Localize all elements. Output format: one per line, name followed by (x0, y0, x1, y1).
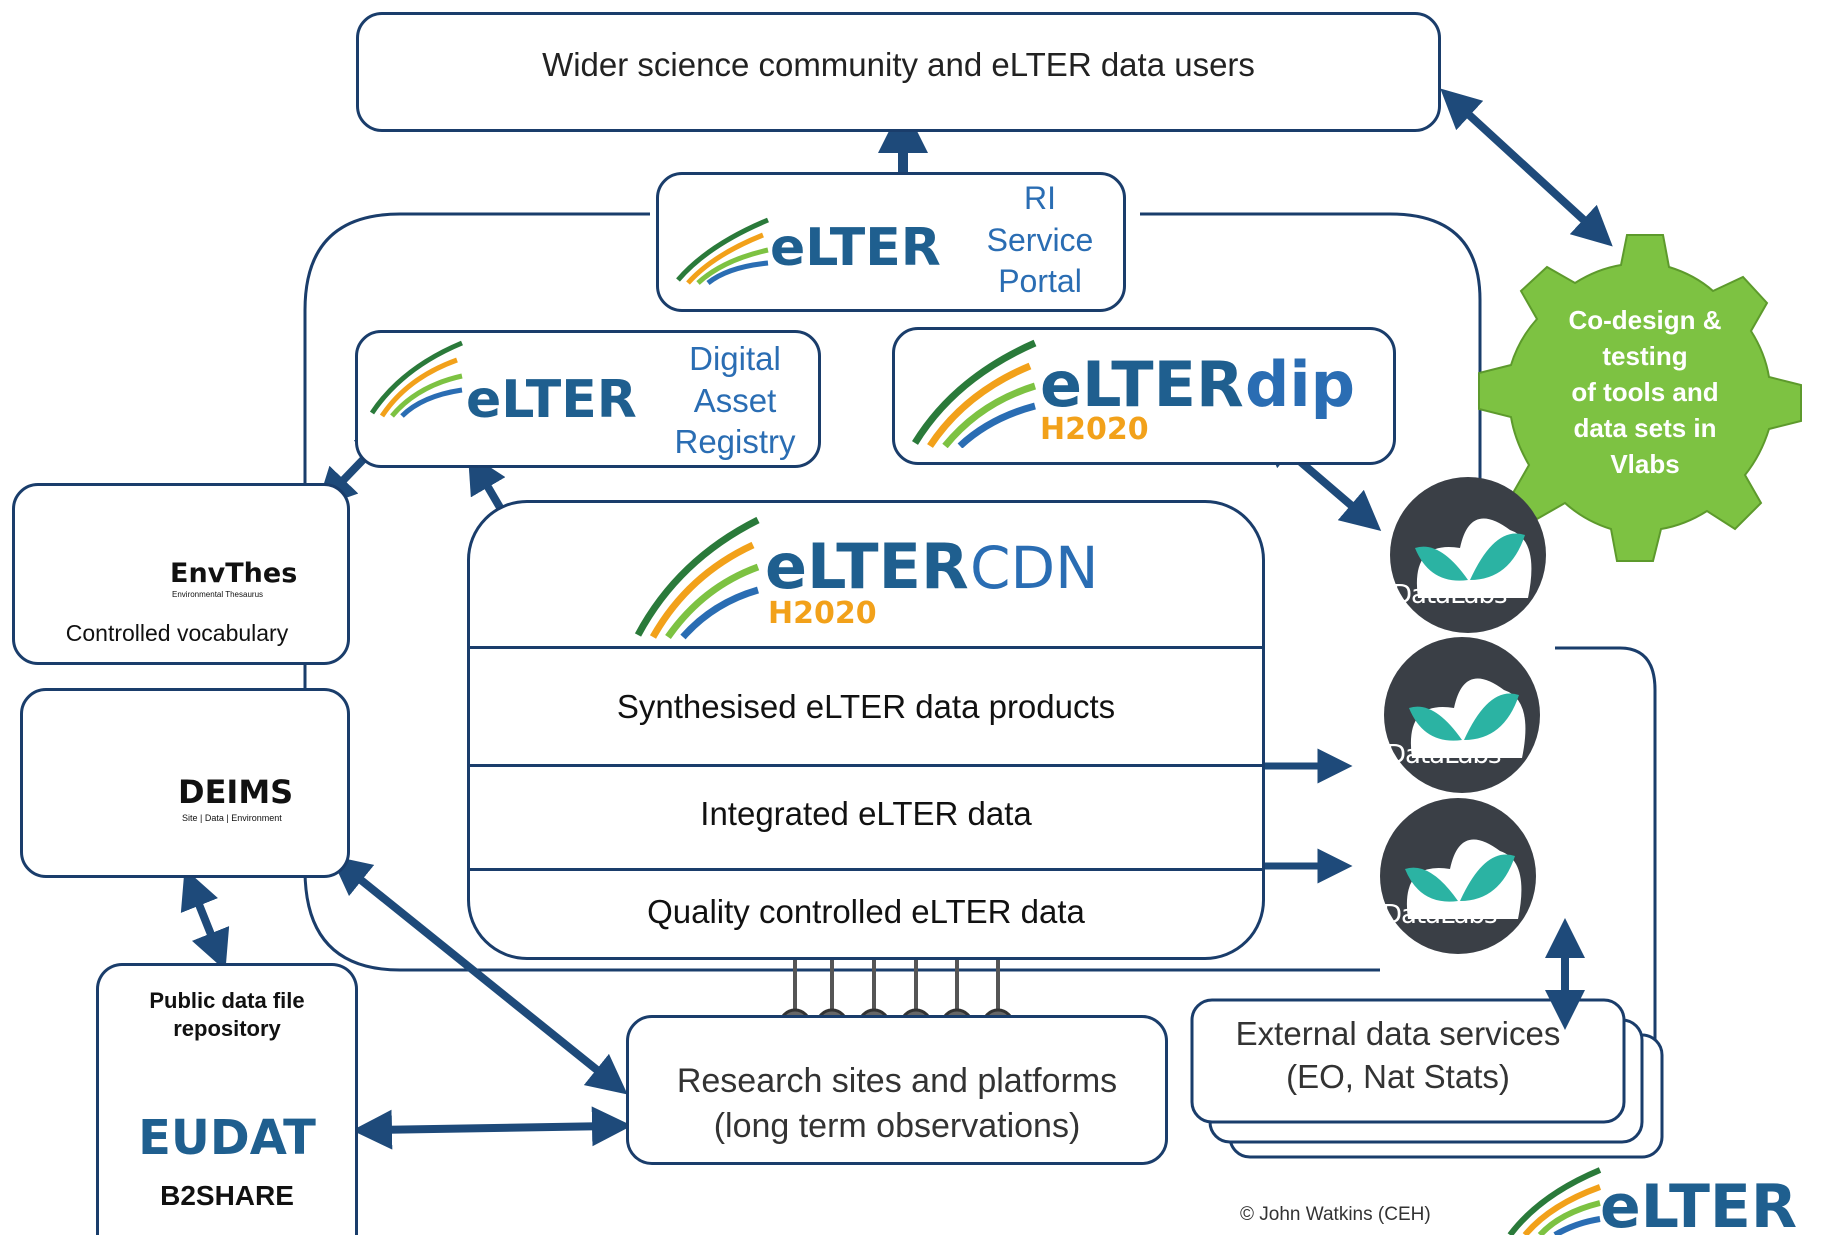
datalabs-icon-2 (1384, 637, 1540, 793)
envthes-tagline: Environmental Thesaurus (172, 590, 264, 599)
corner-elter-logo (1500, 1165, 1610, 1240)
registry-logo-text: eLTER (466, 370, 637, 430)
cdn-layer-synthesised: Synthesised eLTER data products (616, 688, 1116, 725)
portal-line1: RI (1024, 180, 1056, 216)
gear-line-2: testing (1602, 341, 1688, 371)
cdn-suffix: CDN (970, 534, 1099, 602)
registry-elter-logo (362, 338, 472, 423)
dip-suffix: dip (1245, 348, 1356, 421)
codesign-gear (1478, 234, 1802, 562)
datalabs-bracket (1555, 646, 1657, 1050)
gear-line-1: Co-design & (1568, 305, 1722, 335)
cdn-divider-1 (469, 646, 1263, 649)
eudat-title-line1: Public data file (149, 988, 305, 1013)
arrow-users-gear (1440, 88, 1613, 247)
registry-line3: Registry (674, 423, 796, 460)
credit-text: © John Watkins (CEH) (1240, 1204, 1431, 1225)
cdn-layer-quality: Quality controlled eLTER data (647, 893, 1085, 930)
envthes-box (12, 483, 350, 665)
cdn-sub: H2020 (768, 596, 877, 631)
registry-line2: Asset (693, 382, 777, 419)
cdn-box (467, 500, 1265, 960)
research-box (626, 1015, 1168, 1165)
portal-box (656, 172, 1126, 312)
deims-tagline: Site | Data | Environment (182, 813, 282, 823)
users-box (356, 12, 1441, 132)
datalabs-label-3: DataLabs (1382, 900, 1498, 930)
dip-sub: H2020 (1040, 412, 1149, 447)
cdn-elter-logo (628, 515, 768, 645)
external-line2: (EO, Nat Stats) (1286, 1058, 1510, 1095)
eudat-title-line2: repository (173, 1016, 281, 1041)
datalabs-label-2: DataLabs (1386, 740, 1502, 770)
arrow-eudat-research (352, 1106, 632, 1150)
portal-logo-text: eLTER (770, 218, 941, 278)
gear-text: Co-design & testing of tools and data se… (1505, 302, 1785, 482)
datalabs-icon-1 (1390, 477, 1546, 633)
cdn-layer-integrated: Integrated eLTER data (700, 795, 1032, 832)
corner-logo-text: eLTER (1600, 1172, 1798, 1242)
eudat-logo-text: EUDAT (138, 1110, 316, 1166)
users-label: Wider science community and eLTER data u… (542, 46, 1255, 83)
deims-name: DEIMS (178, 773, 294, 811)
cdn-divider-2 (469, 764, 1263, 767)
arrow-deims-research (330, 855, 628, 1095)
cdn-divider-3 (469, 868, 1263, 871)
envthes-caption: Controlled vocabulary (65, 620, 289, 646)
dip-logo-text: eLTER (1040, 348, 1244, 421)
portal-line2: Service (986, 222, 1094, 258)
envthes-name: EnvThes (170, 558, 298, 589)
research-line2: (long term observations) (713, 1107, 1081, 1145)
external-line1: External data services (1235, 1015, 1561, 1052)
external-box-front (1190, 998, 1626, 1124)
deims-box (20, 688, 350, 878)
dip-elter-logo (905, 338, 1045, 453)
portal-elter-logo (668, 215, 778, 290)
datalabs-icon-3 (1380, 798, 1536, 954)
datalabs-label-1: DataLabs (1392, 580, 1508, 610)
research-line1: Research sites and platforms (676, 1062, 1118, 1100)
gear-line-3: of tools and (1571, 377, 1719, 407)
gear-line-4: data sets in (1573, 413, 1717, 443)
arrow-deims-eudat (180, 868, 230, 971)
cdn-logo-text: eLTER (765, 530, 969, 603)
registry-line1: Digital (689, 340, 781, 377)
portal-line3: Portal (998, 263, 1082, 299)
gear-line-5: Vlabs (1610, 449, 1680, 479)
eudat-service: B2SHARE (160, 1180, 294, 1211)
eudat-box (96, 963, 358, 1235)
